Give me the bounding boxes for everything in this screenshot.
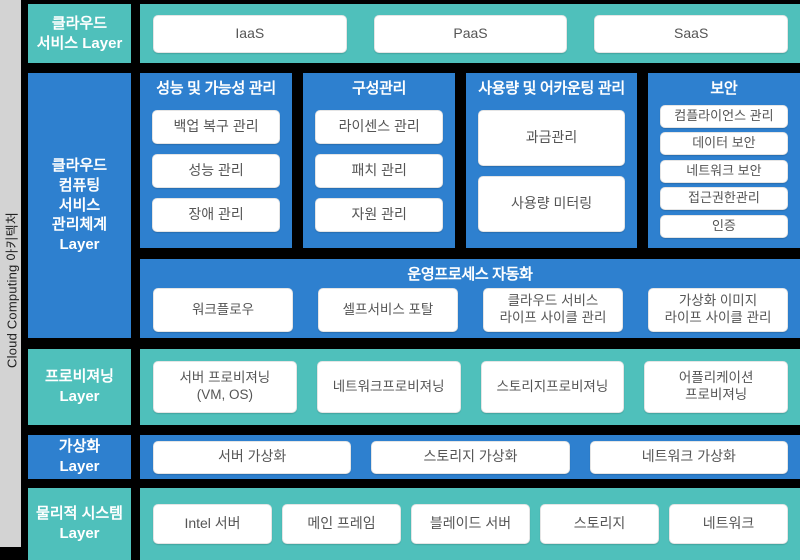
label-provisioning-layer: 프로비져닝 Layer	[28, 349, 131, 425]
box-patch-mgmt: 패치 관리	[315, 154, 444, 188]
column-performance-availability: 성능 및 가능성 관리 백업 복구 관리 성능 관리 장애 관리	[140, 73, 293, 248]
box-mainframe: 메인 프레임	[282, 504, 401, 544]
box-blade-server: 블레이드 서버	[411, 504, 530, 544]
box-billing: 과금관리	[478, 110, 625, 166]
box-compliance-mgmt: 컴플라이언스 관리	[659, 104, 788, 128]
box-storage-virtualization: 스토리지 가상화	[371, 440, 570, 474]
column-usage-accounting: 사용량 및 어카운팅 관리 과금관리 사용량 미터링	[466, 73, 637, 248]
cloud-service-layer-band: IaaS PaaS SaaS	[140, 4, 800, 63]
vertical-title: Cloud Computing 아키텍처	[4, 212, 20, 368]
box-self-service-portal: 셀프서비스 포탈	[318, 288, 458, 332]
box-license-mgmt: 라이센스 관리	[315, 110, 444, 144]
box-intel-server: Intel 서버	[153, 504, 272, 544]
physical-layer-band: Intel 서버 메인 프레임 블레이드 서버 스토리지 네트워크	[140, 488, 800, 560]
box-fault-mgmt: 장애 관리	[152, 198, 281, 232]
label-virtualization-layer: 가상화 Layer	[28, 435, 131, 479]
box-server-provisioning: 서버 프로비져닝 (VM, OS)	[153, 361, 297, 413]
box-performance-mgmt: 성능 관리	[152, 154, 281, 188]
column-title: 성능 및 가능성 관리	[156, 80, 276, 97]
box-access-control: 접근권한관리	[659, 187, 788, 210]
box-data-security: 데이터 보안	[659, 132, 788, 155]
box-network-security: 네트워크 보안	[659, 159, 788, 183]
label-cloud-service-layer: 클라우드 서비스 Layer	[28, 4, 131, 63]
box-network: 네트워크	[669, 504, 788, 544]
automation-title: 운영프로세스 자동화	[407, 266, 533, 283]
box-vm-image-lifecycle: 가상화 이미지 라이프 사이클 관리	[648, 288, 788, 332]
box-cloud-service-lifecycle: 클라우드 서비스 라이프 사이클 관리	[483, 288, 623, 332]
virtualization-layer-band: 서버 가상화 스토리지 가상화 네트워크 가상화	[140, 435, 800, 479]
box-storage-provisioning: 스토리지프로비져닝	[480, 361, 625, 413]
box-saas: SaaS	[594, 14, 789, 53]
box-network-virtualization: 네트워크 가상화	[589, 440, 788, 474]
box-usage-metering: 사용량 미터링	[478, 176, 625, 232]
column-title: 보안	[710, 80, 738, 97]
box-resource-mgmt: 자원 관리	[315, 198, 444, 232]
architecture-side-strip	[0, 0, 21, 547]
label-physical-layer: 물리적 시스템 Layer	[28, 488, 131, 560]
column-title: 사용량 및 어카운팅 관리	[478, 80, 625, 97]
box-server-virtualization: 서버 가상화	[153, 440, 352, 474]
box-app-provisioning: 어플리케이션 프로비져닝	[644, 361, 788, 413]
column-security: 보안 컴플라이언스 관리 데이터 보안 네트워크 보안 접근권한관리 인증	[647, 73, 800, 248]
box-storage: 스토리지	[540, 504, 659, 544]
management-columns: 성능 및 가능성 관리 백업 복구 관리 성능 관리 장애 관리 구성관리 라이…	[140, 73, 800, 248]
column-boxes: 백업 복구 관리 성능 관리 장애 관리	[152, 100, 281, 242]
column-boxes: 과금관리 사용량 미터링	[478, 100, 625, 242]
column-title: 구성관리	[352, 80, 407, 97]
automation-boxes: 워크플로우 셀프서비스 포탈 클라우드 서비스 라이프 사이클 관리 가상화 이…	[140, 286, 800, 340]
column-configuration: 구성관리 라이센스 관리 패치 관리 자원 관리	[303, 73, 456, 248]
box-authentication: 인증	[659, 214, 788, 238]
box-network-provisioning: 네트워크프로비져닝	[316, 361, 461, 413]
label-management-layer: 클라우드 컴퓨팅 서비스 관리체계 Layer	[28, 73, 131, 338]
box-paas: PaaS	[373, 14, 568, 53]
box-iaas: IaaS	[153, 14, 347, 53]
column-boxes: 라이센스 관리 패치 관리 자원 관리	[315, 100, 444, 242]
automation-band: 운영프로세스 자동화 워크플로우 셀프서비스 포탈 클라우드 서비스 라이프 사…	[140, 259, 800, 338]
box-workflow: 워크플로우	[153, 288, 293, 332]
box-backup-recovery: 백업 복구 관리	[152, 110, 281, 144]
column-boxes: 컴플라이언스 관리 데이터 보안 네트워크 보안 접근권한관리 인증	[659, 100, 788, 242]
provisioning-layer-band: 서버 프로비져닝 (VM, OS) 네트워크프로비져닝 스토리지프로비져닝 어플…	[140, 349, 800, 425]
